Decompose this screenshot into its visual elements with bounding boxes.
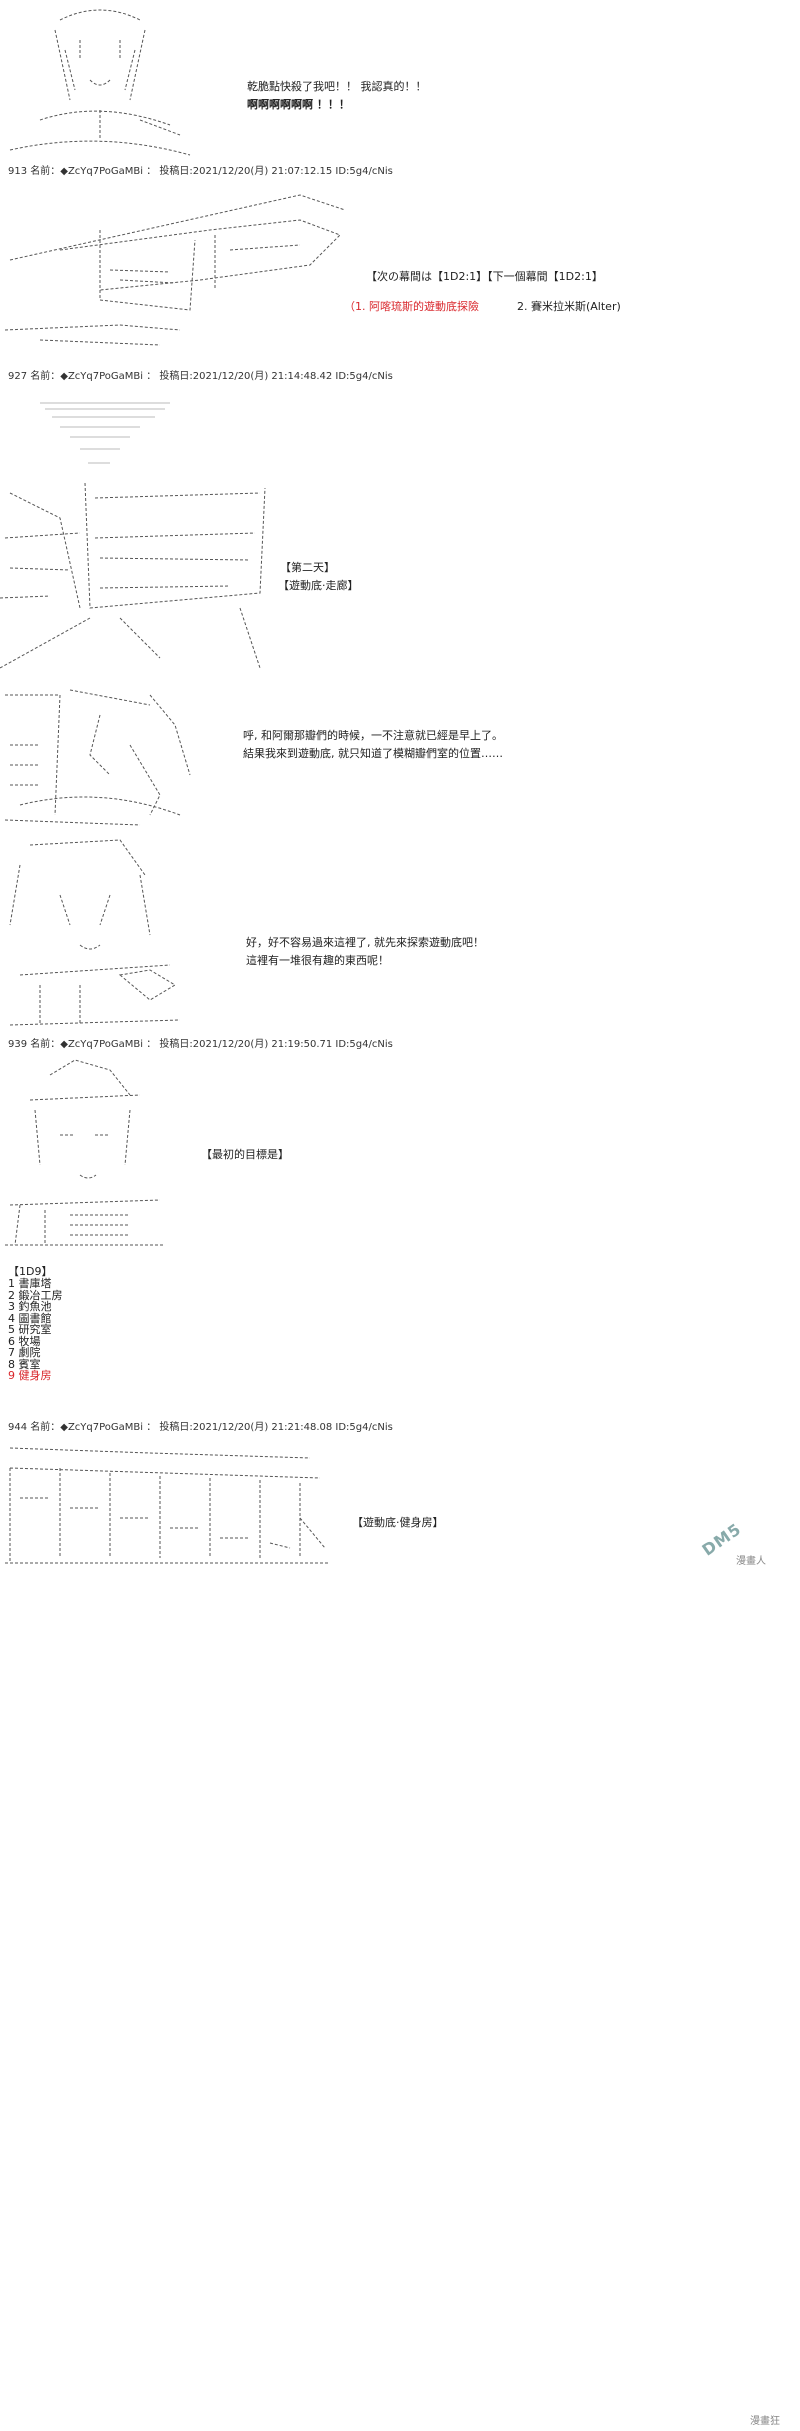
location-caption: 【遊動底·走廊】	[278, 579, 359, 592]
post-header-913: 913 名前：◆ZcYq7PoGaMBi ： 投稿日:2021/12/20(月)…	[8, 166, 393, 177]
list-item: 2 鍛冶工房	[8, 1288, 63, 1302]
ascii-art-character-1	[9, 9, 191, 156]
next-interlude-hint: 【次の幕間は【1D2:1】【下一個幕間【1D2:1】	[366, 270, 603, 283]
dialog-line: 這裡有一堆很有趣的東西呢！	[246, 954, 389, 967]
list-item: 7 劇院	[8, 1346, 41, 1359]
choice-2: 2. 賽米拉米斯(Alter)	[517, 300, 621, 313]
ascii-art-character-2	[4, 689, 191, 826]
target-caption: 【最初的目標是】	[201, 1148, 289, 1161]
post-header-927: 927 名前：◆ZcYq7PoGaMBi ： 投稿日:2021/12/20(月)…	[8, 371, 393, 382]
post-header-944: 944 名前：◆ZcYq7PoGaMBi ： 投稿日:2021/12/20(月)…	[8, 1422, 393, 1433]
dialog-line-shout: 啊啊啊啊啊啊 ！！！	[247, 98, 350, 111]
ascii-art-fade-lines	[40, 402, 170, 464]
list-item: 5 研究室	[8, 1323, 52, 1336]
list-item: 6 牧場	[8, 1334, 41, 1348]
dialog-line: 結果我來到遊動底, 就只知道了模糊瓣們室的位置……	[243, 747, 503, 760]
dice-roll-title: 【1D9】	[8, 1265, 53, 1278]
list-item-highlighted: 9 健身房	[8, 1369, 52, 1382]
post-header-939: 939 名前：◆ZcYq7PoGaMBi ： 投稿日:2021/12/20(月)…	[8, 1039, 393, 1050]
list-item: 1 書庫塔	[8, 1277, 52, 1290]
bottom-watermark: 漫畫狂	[750, 2416, 780, 2427]
ascii-art-ship	[4, 194, 346, 346]
location-caption-gym: 【遊動底·健身房】	[352, 1516, 444, 1529]
dialog-line: 好，好不容易過來這裡了, 就先來探索遊動底吧！	[246, 936, 484, 949]
dialog-line: 呼, 和阿爾那瓣們的時候，一不注意就已經是早上了。	[243, 729, 503, 742]
dialog-line: 乾脆點快殺了我吧！！ 我認真的！！	[247, 80, 427, 93]
list-item: 8 賓室	[8, 1357, 41, 1371]
ascii-art-corridor	[0, 482, 266, 669]
ascii-art-character-3	[9, 839, 181, 1026]
day-caption: 【第二天】	[280, 561, 335, 574]
ascii-art-gym	[5, 1447, 330, 1564]
ascii-art-character-4	[5, 1059, 165, 1246]
list-item: 3 釣魚池	[8, 1300, 52, 1313]
site-name: 漫畫人	[736, 1556, 766, 1567]
list-item: 4 圖書館	[8, 1311, 52, 1325]
choice-1-selected: （1. 阿喀琉斯的遊動底探險	[344, 300, 479, 313]
